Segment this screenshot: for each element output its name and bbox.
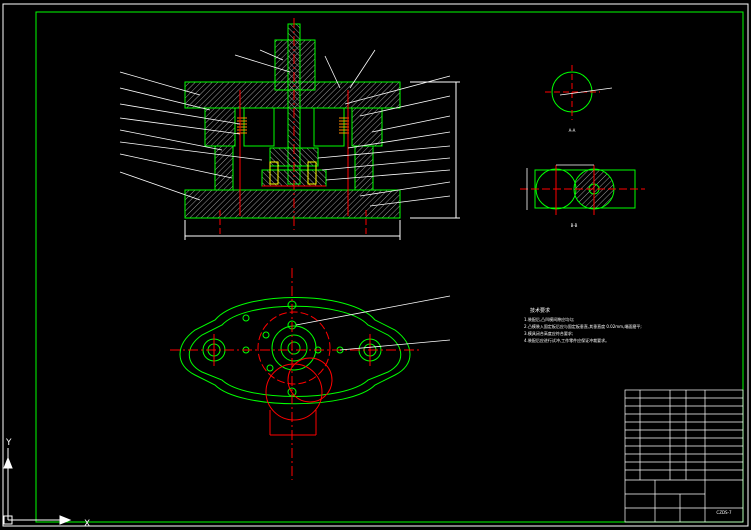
tech-note-3: 3.模具闭合高度应符合要求; bbox=[524, 330, 573, 336]
section-label-b: B-B bbox=[571, 223, 578, 228]
upper-right-block bbox=[351, 107, 383, 147]
tech-title: 技术要求 bbox=[530, 307, 550, 314]
section-label-a: A-A bbox=[569, 128, 576, 133]
pins bbox=[269, 161, 317, 185]
tech-note-1: 1.装配后,凸凹模间隙应均匀; bbox=[524, 316, 574, 322]
tech-note-2: 2.凸模装入固定板后应与固定板垂直,其垂直度 0.02mm,端面磨平; bbox=[524, 323, 642, 329]
technical-requirements: 技术要求 1.装配后,凸凹模间隙应均匀; 2.凸模装入固定板后应与固定板垂直,其… bbox=[524, 307, 642, 343]
springs bbox=[237, 117, 349, 134]
tech-note-4: 4.装配后应进行试冲,工作零件应保证冲裁要求。 bbox=[524, 337, 609, 343]
right-guide-post bbox=[354, 145, 374, 191]
detail-view-a: A-A bbox=[545, 65, 613, 133]
plan-view bbox=[170, 268, 451, 480]
lower-die-plate bbox=[184, 189, 401, 219]
upper-left-block bbox=[204, 107, 236, 147]
left-guide-post bbox=[214, 145, 234, 191]
axis-x-label: X bbox=[84, 519, 90, 529]
title-block: CZDS-7 bbox=[624, 389, 744, 523]
drawing-frame bbox=[2, 3, 749, 527]
ucs-axis-icon: Y X bbox=[3, 438, 90, 529]
assembly-section-view bbox=[119, 18, 460, 240]
axis-y-label: Y bbox=[5, 438, 12, 448]
drawing-number: CZDS-7 bbox=[716, 510, 732, 515]
detail-view-b: B-B bbox=[520, 164, 645, 228]
